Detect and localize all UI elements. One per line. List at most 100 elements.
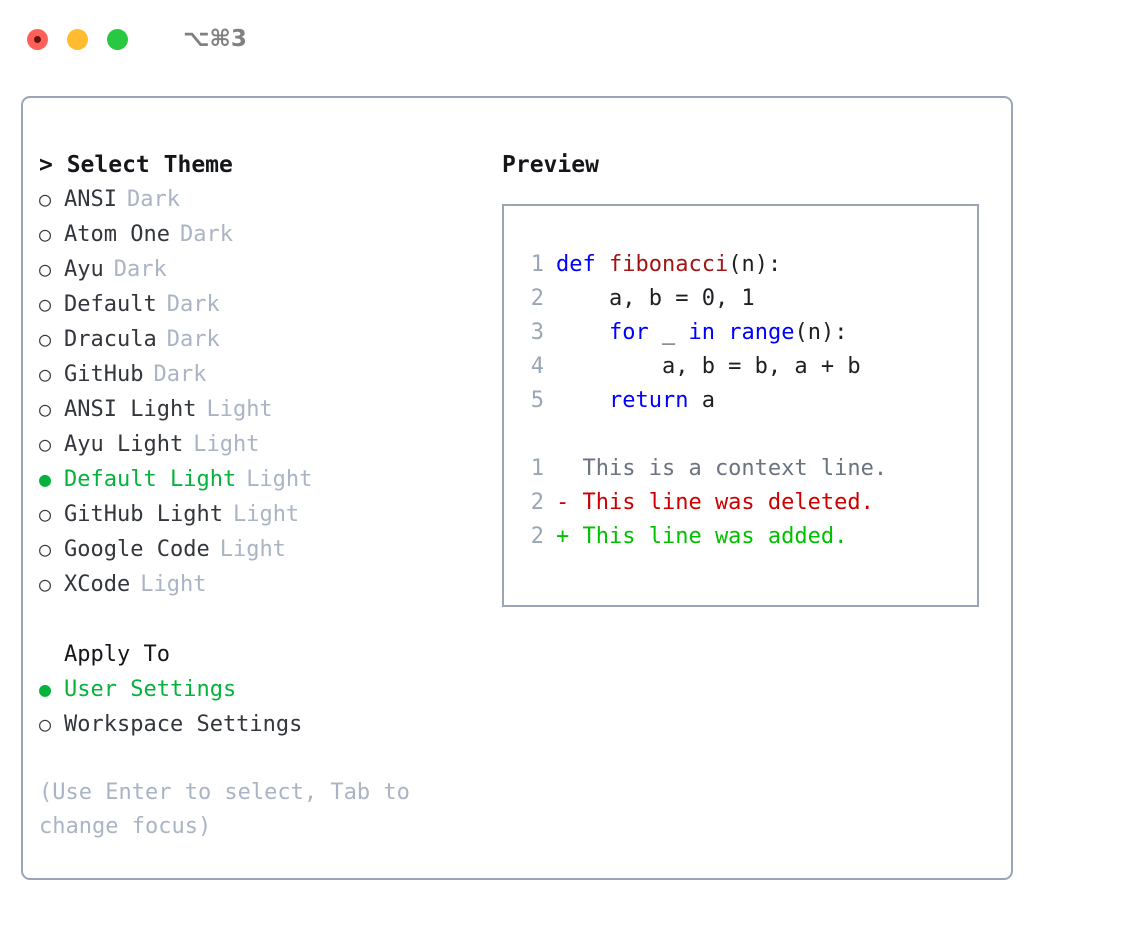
radio-unselected-icon: ○	[39, 257, 52, 281]
theme-variant-tag: Light	[140, 572, 207, 597]
theme-option-label: GitHub	[64, 362, 144, 387]
line-number: 4	[530, 354, 544, 379]
diff-text: + This line was added.	[556, 524, 848, 549]
code-line: 3 for _ in range(n):	[516, 316, 971, 350]
theme-option-label: GitHub Light	[64, 502, 223, 527]
theme-variant-tag: Dark	[179, 222, 233, 247]
radio-unselected-icon: ○	[39, 292, 52, 316]
apply-to-header: Apply To	[64, 642, 170, 667]
minimize-button-icon[interactable]	[67, 28, 88, 50]
code-token-keyword: return	[608, 388, 689, 413]
theme-variant-tag: Light	[232, 502, 300, 527]
code-text: a, b = b, a + b	[556, 350, 861, 384]
theme-option-ayu[interactable]: ○ Ayu Dark	[39, 252, 499, 287]
section-spacer	[39, 602, 499, 638]
diff-text: - This line was deleted.	[556, 490, 874, 515]
keyboard-shortcut-label: ⌥⌘3	[183, 26, 247, 52]
radio-unselected-icon: ○	[39, 222, 52, 246]
radio-unselected-icon: ○	[39, 397, 52, 421]
code-token-plain: (n):	[794, 320, 848, 345]
code-token-plain	[715, 320, 728, 345]
apply-to-option-workspace-settings[interactable]: ○ Workspace Settings	[39, 707, 499, 742]
radio-unselected-icon: ○	[39, 432, 52, 456]
theme-variant-tag: Light	[246, 467, 313, 492]
code-text: def fibonacci(n):	[556, 248, 781, 282]
theme-variant-tag: Dark	[166, 327, 220, 352]
line-number: 2	[530, 286, 544, 311]
code-line: 4 a, b = b, a + b	[516, 350, 971, 384]
line-number: 2	[530, 490, 544, 515]
theme-option-label: Default	[64, 292, 157, 317]
radio-unselected-icon: ○	[39, 537, 52, 561]
apply-to-option-label: User Settings	[64, 677, 237, 702]
code-token-plain: _	[648, 320, 689, 345]
apply-to-list[interactable]: ● User Settings ○ Workspace Settings	[39, 672, 499, 742]
close-button-icon[interactable]	[27, 28, 48, 50]
maximize-button-icon[interactable]	[107, 28, 128, 50]
theme-option-label: ANSI Light	[64, 397, 197, 422]
theme-variant-tag: Dark	[113, 257, 167, 282]
code-token-plain: a, b = b, a + b	[556, 354, 861, 379]
title-bar: ⌥⌘3	[0, 0, 1140, 78]
code-text: a, b = 0, 1	[556, 282, 755, 316]
code-token-plain	[556, 320, 609, 345]
theme-variant-tag: Dark	[126, 187, 180, 212]
apply-to-option-user-settings[interactable]: ● User Settings	[39, 672, 499, 707]
code-token-plain: a	[688, 388, 715, 413]
theme-option-label: Default Light	[64, 467, 237, 492]
code-token-plain: a, b = 0, 1	[556, 286, 755, 311]
line-number: 5	[530, 388, 544, 413]
line-number: 1	[530, 252, 544, 277]
theme-variant-tag: Dark	[166, 292, 220, 317]
traffic-light-buttons	[27, 28, 128, 50]
radio-selected-icon: ●	[39, 677, 52, 701]
radio-unselected-icon: ○	[39, 712, 52, 736]
diff-line-deleted: 2 - This line was deleted.	[516, 486, 971, 520]
code-token-keyword: def	[556, 252, 609, 277]
diff-text: This is a context line.	[556, 456, 888, 481]
radio-unselected-icon: ○	[39, 502, 52, 526]
code-token-keyword: in	[688, 320, 715, 345]
code-text: for _ in range(n):	[556, 316, 847, 350]
radio-unselected-icon: ○	[39, 572, 52, 596]
apply-to-option-label: Workspace Settings	[64, 712, 303, 737]
line-number: 2	[530, 524, 544, 549]
diff-line-context: 1 This is a context line.	[516, 452, 971, 486]
code-line: 2 a, b = 0, 1	[516, 282, 971, 316]
theme-option-label: Dracula	[64, 327, 157, 352]
theme-option-github-light[interactable]: ○ GitHub Light Light	[39, 497, 499, 532]
theme-option-label: ANSI	[64, 187, 117, 212]
preview-header: Preview	[502, 152, 599, 178]
theme-option-default[interactable]: ○ Default Dark	[39, 287, 499, 322]
diff-spacer	[516, 418, 971, 452]
theme-variant-tag: Light	[219, 537, 286, 562]
theme-variant-tag: Light	[193, 432, 260, 457]
theme-option-label: Ayu	[64, 257, 104, 282]
line-number: 3	[530, 320, 544, 345]
code-token-plain	[556, 388, 609, 413]
code-line: 1 def fibonacci(n):	[516, 248, 971, 282]
code-line: 5 return a	[516, 384, 971, 418]
diff-block: 1 This is a context line. 2 - This line wa…	[516, 452, 971, 554]
line-number: 1	[530, 456, 544, 481]
code-token-keyword: for	[608, 320, 649, 345]
keyboard-hint-text: (Use Enter to select, Tab to change focu…	[39, 780, 410, 839]
code-token-function: fibonacci	[608, 252, 729, 277]
